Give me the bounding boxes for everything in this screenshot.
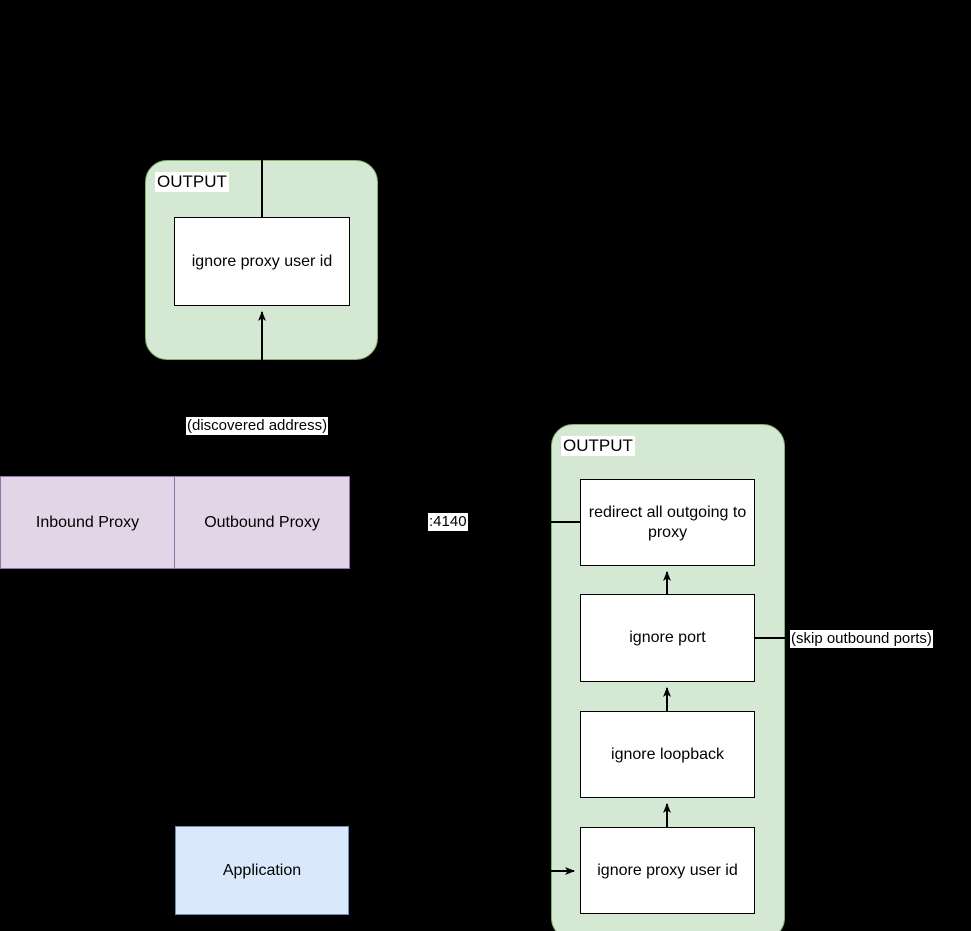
group-output-bottom-label: OUTPUT: [561, 436, 635, 456]
node-ignore-proxy-user-id-bottom[interactable]: ignore proxy user id: [580, 827, 755, 914]
node-ignore-proxy-user-id-top[interactable]: ignore proxy user id: [174, 217, 350, 306]
edge-label-proxy-port: :4140: [428, 513, 468, 531]
edge-label-skip-outbound-ports: (skip outbound ports): [790, 630, 933, 648]
node-application[interactable]: Application: [175, 826, 349, 915]
node-outbound-proxy[interactable]: Outbound Proxy: [174, 476, 350, 569]
node-inbound-proxy[interactable]: Inbound Proxy: [0, 476, 175, 569]
edge-label-discovered-address: (discovered address): [186, 417, 329, 435]
group-output-top-label: OUTPUT: [155, 172, 229, 192]
node-ignore-port[interactable]: ignore port: [580, 594, 755, 682]
node-ignore-loopback[interactable]: ignore loopback: [580, 711, 755, 798]
node-redirect-all-outgoing-to-proxy[interactable]: redirect all outgoing to proxy: [580, 479, 755, 566]
